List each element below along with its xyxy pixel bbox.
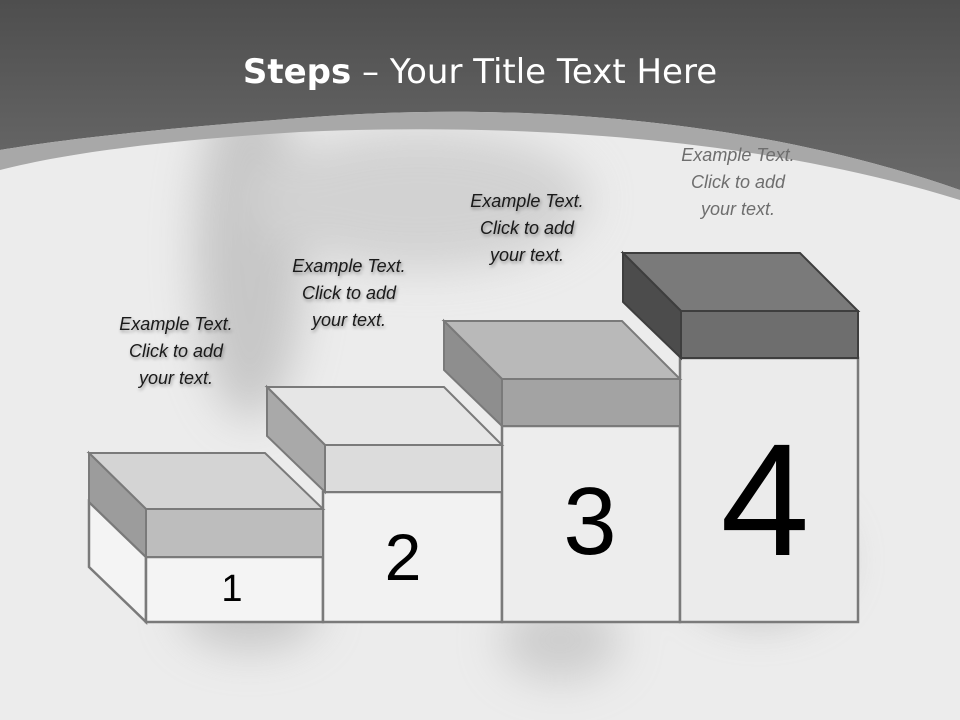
title-bold: Steps: [242, 52, 352, 92]
caption-line: Example Text.: [470, 191, 584, 211]
title-rest: – Your Title Text Here: [351, 52, 718, 92]
step-1-cap: [86, 450, 326, 560]
caption-line: Click to add: [479, 218, 575, 238]
step-1-caption[interactable]: Example Text. Click to add your text.: [76, 311, 276, 392]
caption-line: Click to add: [128, 341, 224, 361]
step-4-base: [678, 356, 860, 624]
step-4-cap: [620, 250, 861, 361]
step-4-number: 4: [720, 410, 810, 589]
step-3-cap: [441, 318, 683, 429]
caption-line: Example Text.: [681, 145, 795, 165]
step-3-caption[interactable]: Example Text. Click to add your text.: [427, 188, 627, 269]
step-1-base: [87, 499, 325, 625]
caption-line: your text.: [489, 245, 565, 265]
slide-title[interactable]: Steps – Your Title Text Here: [0, 52, 960, 92]
caption-line: Example Text.: [292, 256, 406, 276]
caption-line: Click to add: [690, 172, 786, 192]
step-1-number: 1: [221, 568, 243, 610]
header-band: [0, 0, 960, 190]
step-3-base: [500, 424, 682, 624]
header-swoosh: [0, 111, 960, 200]
step-2-caption[interactable]: Example Text. Click to add your text.: [249, 253, 449, 334]
caption-line: your text.: [138, 368, 214, 388]
step-3-number: 3: [563, 468, 617, 575]
caption-line: Click to add: [301, 283, 397, 303]
step-2-number: 2: [384, 520, 422, 594]
step-4-caption[interactable]: Example Text. Click to add your text.: [638, 142, 838, 223]
caption-line: Example Text.: [119, 314, 233, 334]
caption-line: your text.: [700, 199, 776, 219]
caption-line: your text.: [311, 310, 387, 330]
step-2-cap: [264, 384, 505, 495]
